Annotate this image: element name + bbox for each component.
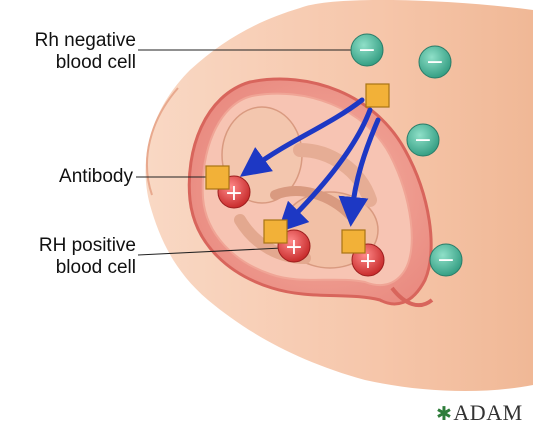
rh-negative-cell: − [407,124,439,156]
rh-negative-label-line2: blood cell [8,52,136,74]
antibody-square [366,84,389,107]
antibody-label: Antibody [20,166,133,188]
antibody-square [264,220,287,243]
adam-logo-mark-icon: ✱ [436,404,452,425]
negative-sign: − [414,128,432,153]
rh-negative-cell: − [430,244,462,276]
rh-positive-label: RH positive blood cell [8,235,136,279]
negative-sign: − [437,248,455,273]
negative-sign: − [358,38,376,63]
adam-logo: ✱ADAM [436,400,523,426]
rh-negative-cell: − [419,46,451,78]
negative-sign: − [426,50,444,75]
rh-positive-label-line1: RH positive [8,235,136,257]
rh-negative-label-line1: Rh negative [8,30,136,52]
rh-positive-label-line2: blood cell [8,257,136,279]
adam-logo-text: ADAM [453,400,522,425]
rh-negative-label: Rh negative blood cell [8,30,136,74]
antibody-square [206,166,229,189]
antibody-square [342,230,365,253]
rh-negative-cell: − [351,34,383,66]
